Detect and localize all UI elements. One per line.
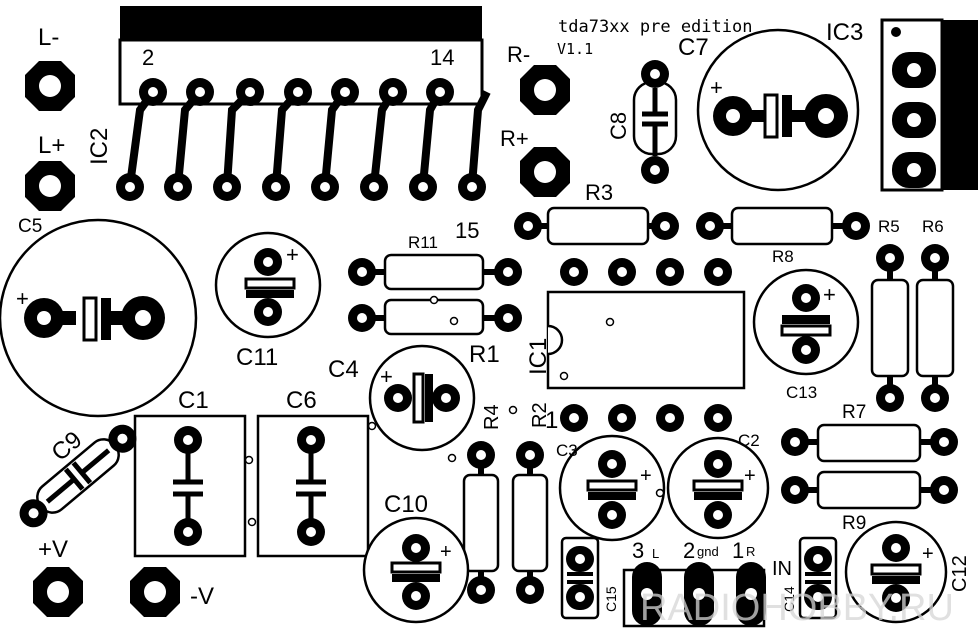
capacitor-c1: C1 xyxy=(133,387,254,558)
label-v-minus: -V xyxy=(190,583,214,610)
via xyxy=(447,453,457,463)
c7-ref-label: C7 xyxy=(678,34,709,61)
c4-plus-mark: + xyxy=(380,364,393,389)
ic3-ref-label: IC3 xyxy=(826,19,863,46)
capacitor-c5: + C5 xyxy=(0,216,198,418)
r5-ref-label: R5 xyxy=(878,217,900,236)
c2-ref-label: C2 xyxy=(738,431,760,450)
r9-ref-label: R9 xyxy=(842,513,866,534)
input-pin2-sub: gnd xyxy=(697,544,719,559)
capacitor-c8: C8 xyxy=(606,60,678,184)
c2-plus-mark: + xyxy=(744,465,756,487)
capacitor-c6: C6 xyxy=(247,387,370,558)
c10-ref-label: C10 xyxy=(384,491,428,518)
ic2-pin2-label: 2 xyxy=(142,45,154,70)
c8-ref-label: C8 xyxy=(606,112,631,140)
label-r-plus: R+ xyxy=(500,126,529,151)
input-pin1-sub: R xyxy=(746,544,755,559)
capacitor-c13: + C13 xyxy=(752,268,860,402)
terminal-v-plus: +V xyxy=(33,536,83,617)
label-l-plus: L+ xyxy=(38,132,65,159)
c3-ref-label: C3 xyxy=(556,441,578,460)
terminal-v-minus: -V xyxy=(130,567,214,617)
ic1-ref-label: IC1 xyxy=(525,338,552,375)
terminal-l-minus: L- xyxy=(25,24,75,111)
c11-plus-mark: + xyxy=(286,242,299,267)
c1-ref-label: C1 xyxy=(178,387,209,414)
resistor-r8: R8 xyxy=(696,206,870,266)
capacitor-c10: + C10 xyxy=(362,491,470,624)
terminal-r-plus: R+ xyxy=(500,126,570,197)
capacitor-c14: C14 xyxy=(781,536,838,620)
c5-plus-mark: + xyxy=(16,286,29,311)
input-connector: 3 L 2 gnd 1 R IN xyxy=(622,538,792,628)
r8-ref-label: R8 xyxy=(772,247,794,266)
via xyxy=(508,405,518,415)
c10-plus-mark: + xyxy=(440,541,452,563)
ic2-heatsink-tab xyxy=(120,6,482,40)
board-title: tda73xx pre edition xyxy=(558,17,752,37)
ic1-pin1-label: 1 xyxy=(545,407,558,434)
input-pin3-sub: L xyxy=(652,546,659,561)
resistor-r3: R3 xyxy=(514,180,679,246)
c14-ref-label: C14 xyxy=(781,586,797,612)
input-label: IN xyxy=(772,558,792,580)
capacitor-c2: + C2 xyxy=(666,431,770,540)
c11-ref-label: C11 xyxy=(236,344,278,371)
input-pin3-label: 3 xyxy=(632,538,644,563)
r1-ref-label: R1 xyxy=(469,341,500,368)
label-r-minus: R- xyxy=(507,42,530,67)
via xyxy=(367,421,377,431)
capacitor-c3: + C3 xyxy=(556,434,666,542)
resistor-r11: R11 xyxy=(348,233,522,291)
ic2-bottom-pins xyxy=(116,173,486,201)
c5-ref-label: C5 xyxy=(18,216,42,237)
c13-plus-mark: + xyxy=(823,282,836,307)
c7-plus-mark: + xyxy=(710,75,723,100)
c13-ref-label: C13 xyxy=(786,383,817,402)
terminal-r-minus: R- xyxy=(507,42,570,115)
terminal-l-plus: L+ xyxy=(25,132,75,211)
c12-ref-label: C12 xyxy=(949,555,971,592)
c6-ref-label: C6 xyxy=(286,387,317,414)
resistor-r6: R6 xyxy=(915,217,955,412)
input-pin1-label: 1 xyxy=(732,538,744,563)
capacitor-c15: C15 xyxy=(560,536,619,620)
capacitor-c12: + C12 xyxy=(844,520,971,624)
r11-ref-label: R11 xyxy=(408,233,438,252)
resistor-r4: R4 xyxy=(462,404,503,604)
c3-plus-mark: + xyxy=(640,465,652,487)
resistor-r9: R9 xyxy=(781,470,958,534)
ic1: IC1 1 xyxy=(525,258,746,434)
capacitor-c11: + C11 xyxy=(214,231,322,371)
ic2-pin15-label: 15 xyxy=(455,218,479,243)
ic2-ref-label: IC2 xyxy=(86,128,113,165)
r2-ref-label: R2 xyxy=(529,402,551,428)
resistor-r2: R2 xyxy=(511,402,551,604)
input-pin2-label: 2 xyxy=(683,538,695,563)
resistor-r7: R7 xyxy=(781,402,958,463)
label-v-plus: +V xyxy=(38,536,68,563)
resistor-r5: R5 xyxy=(870,217,910,412)
capacitor-c9 xyxy=(13,418,143,534)
r3-ref-label: R3 xyxy=(585,180,613,205)
ic2: 2 14 1 15 IC2 xyxy=(86,6,491,248)
r7-ref-label: R7 xyxy=(842,402,866,423)
ic2-pin-traces xyxy=(126,89,491,186)
capacitor-c4: + C4 xyxy=(328,344,476,452)
c4-ref-label: C4 xyxy=(328,356,359,383)
capacitor-c7: + C7 xyxy=(678,28,860,192)
c12-plus-mark: + xyxy=(922,543,934,565)
label-l-minus: L- xyxy=(38,24,59,51)
board-version: V1.1 xyxy=(557,40,593,58)
c15-ref-label: C15 xyxy=(603,586,619,612)
ic3: IC3 xyxy=(826,18,978,192)
r4-ref-label: R4 xyxy=(481,404,503,430)
watermark: RADIOHOBBY.RU xyxy=(640,587,954,628)
ic2-pin14-label: 14 xyxy=(430,45,454,70)
r6-ref-label: R6 xyxy=(922,217,944,236)
resistor-r1: R1 xyxy=(348,295,522,368)
